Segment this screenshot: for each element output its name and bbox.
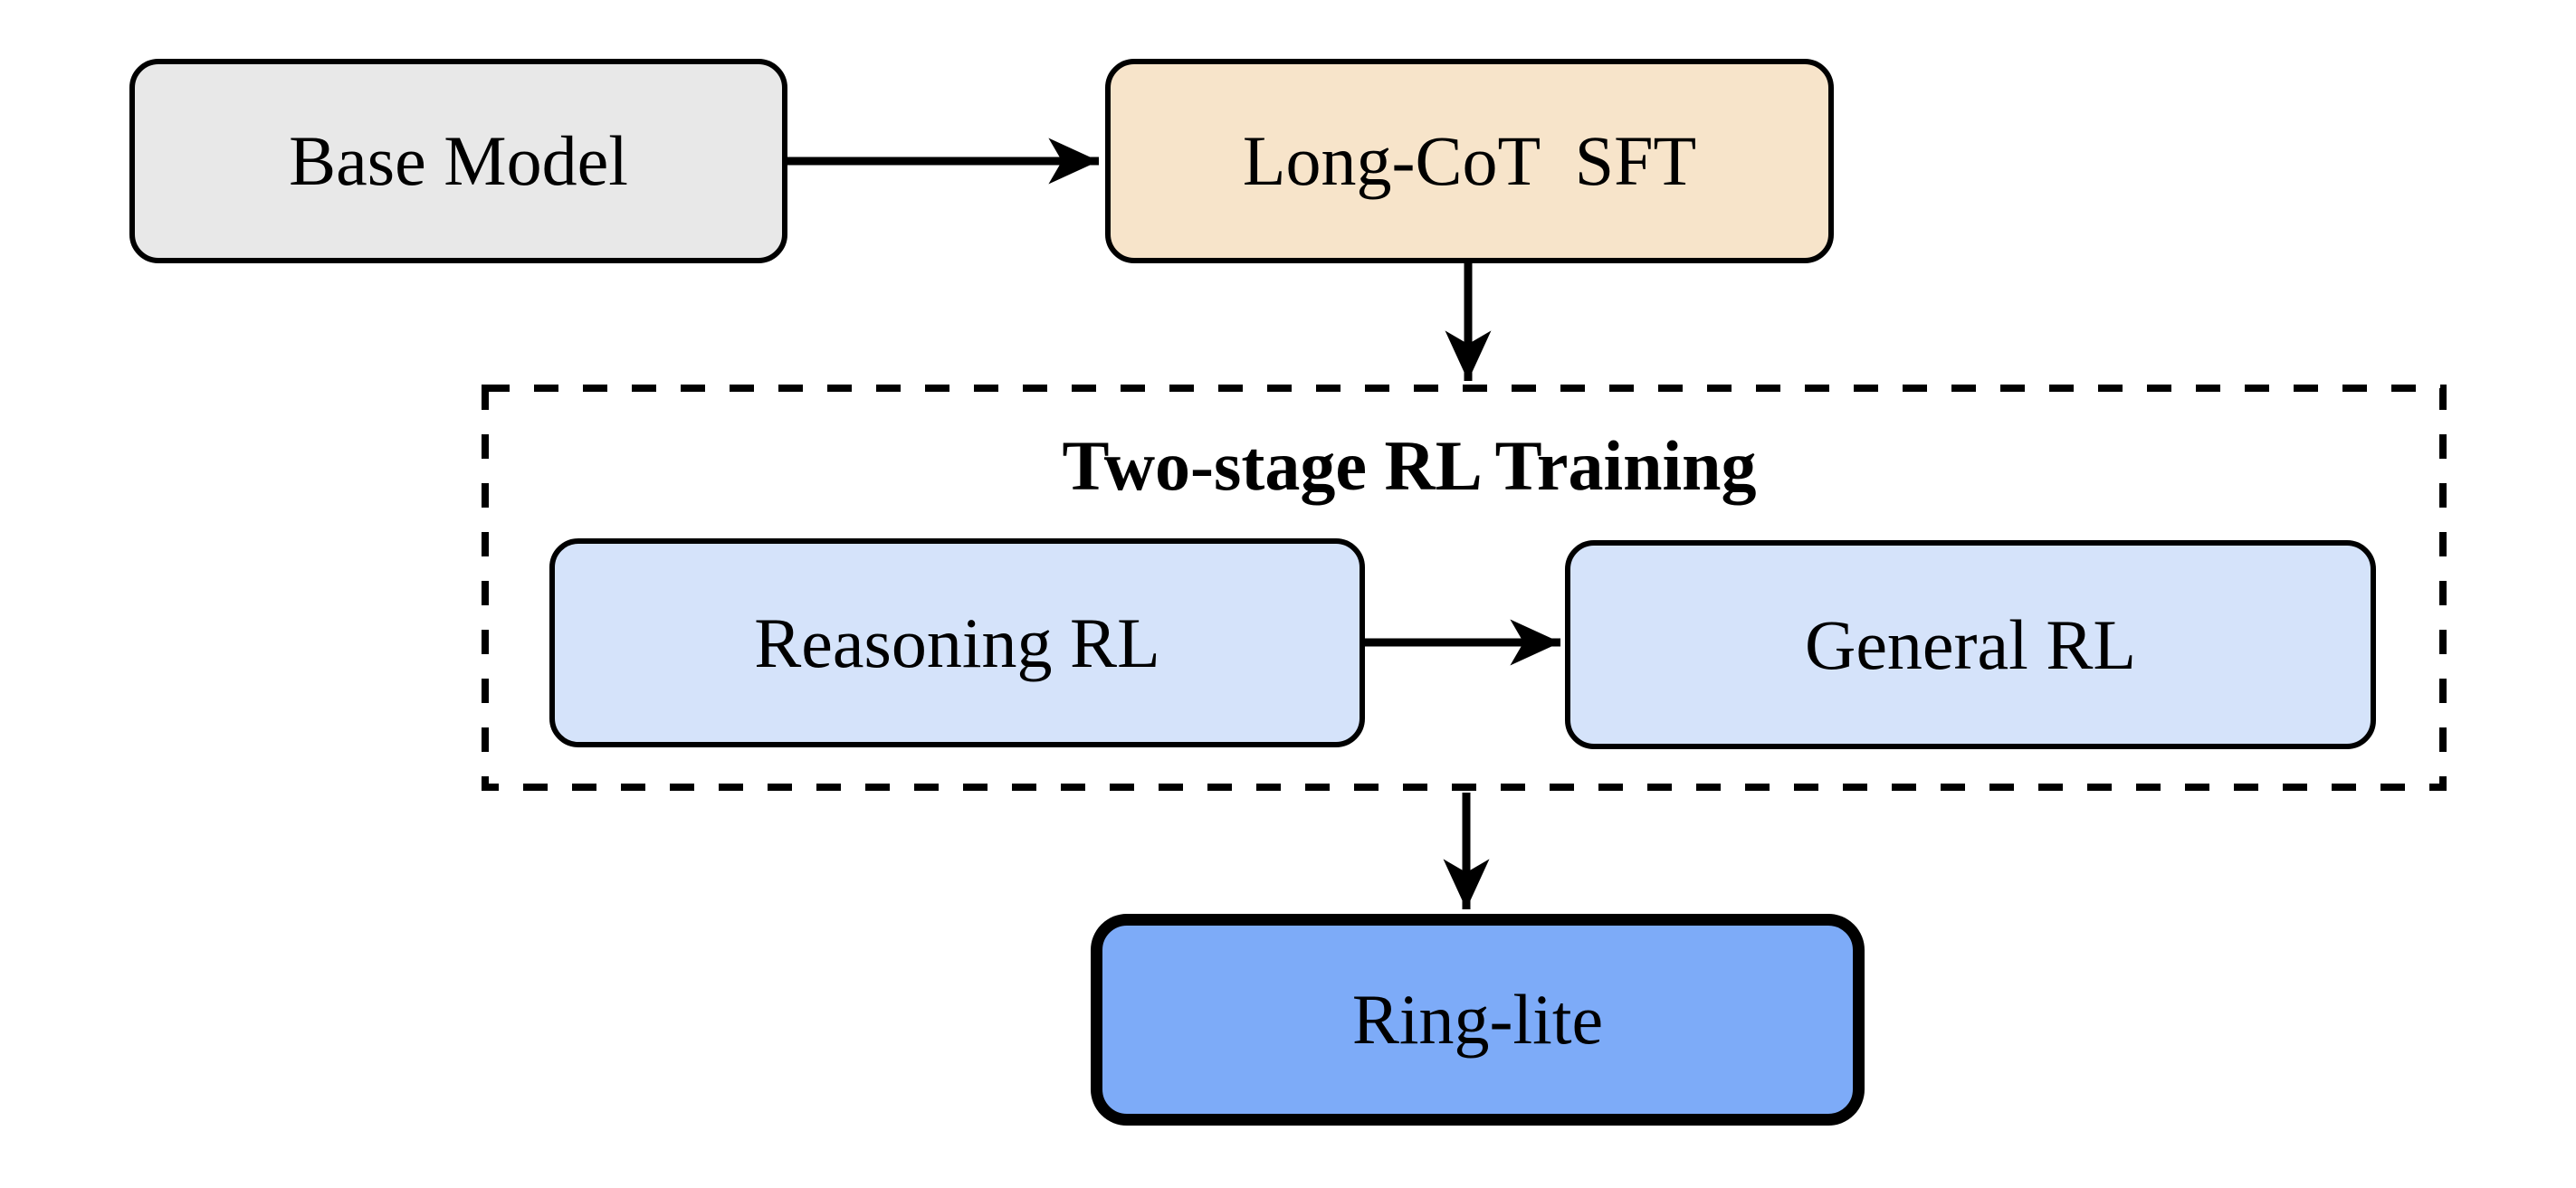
reasoning-rl-node: Reasoning RL bbox=[549, 538, 1365, 747]
base-model-node: Base Model bbox=[129, 59, 787, 263]
two-stage-rl-container-border bbox=[482, 385, 2447, 791]
ring-lite-node: Ring-lite bbox=[1091, 914, 1865, 1126]
general-rl-node: General RL bbox=[1565, 540, 2376, 749]
long-cot-sft-node: Long-CoT SFT bbox=[1105, 59, 1834, 263]
two-stage-rl-training-title: Two-stage RL Training bbox=[1062, 425, 1757, 505]
